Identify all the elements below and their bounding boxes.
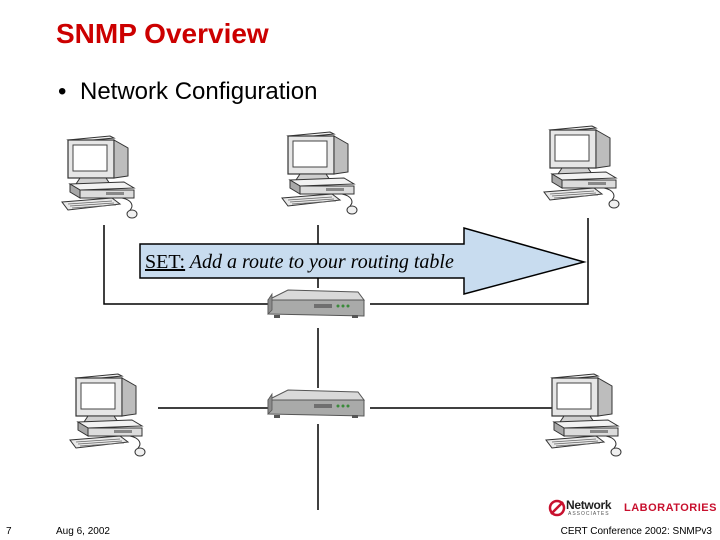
- footer-date: Aug 6, 2002: [56, 526, 110, 537]
- bullet-item: • Network Configuration: [58, 78, 317, 106]
- workstation-top-left-icon: [61, 135, 138, 219]
- footer-conference: CERT Conference 2002: SNMPv3: [560, 526, 712, 537]
- logo-laboratories-text: LABORATORIES: [624, 502, 717, 514]
- link-right-top: [370, 218, 589, 305]
- workstation-bottom-right-icon: [545, 373, 622, 457]
- bullet-dot: •: [58, 78, 67, 105]
- logo-associates-text: ASSOCIATES: [568, 511, 610, 517]
- workstation-bottom-left-icon: [69, 373, 146, 457]
- set-command: SET:: [145, 251, 186, 273]
- router-bottom-icon: [267, 389, 365, 419]
- logo-mark-icon: [548, 499, 566, 517]
- workstation-top-right-icon: [543, 125, 620, 209]
- bullet-text: Network Configuration: [80, 78, 318, 105]
- footer-page-number: 7: [6, 526, 12, 537]
- set-arrow-label: SET: Add a route to your routing table: [145, 251, 454, 274]
- network-links: [103, 218, 589, 510]
- workstation-top-center-icon: [281, 131, 358, 215]
- set-arrow-icon: [139, 227, 587, 295]
- logo-network-text: Network: [566, 498, 612, 512]
- network-associates-logo-icon: Network ASSOCIATES LABORATORIES: [548, 496, 717, 520]
- link-left-top: [103, 225, 270, 305]
- router-top-icon: [267, 289, 365, 319]
- set-description: Add a route to your routing table: [185, 251, 454, 273]
- slide-title: SNMP Overview: [56, 18, 269, 49]
